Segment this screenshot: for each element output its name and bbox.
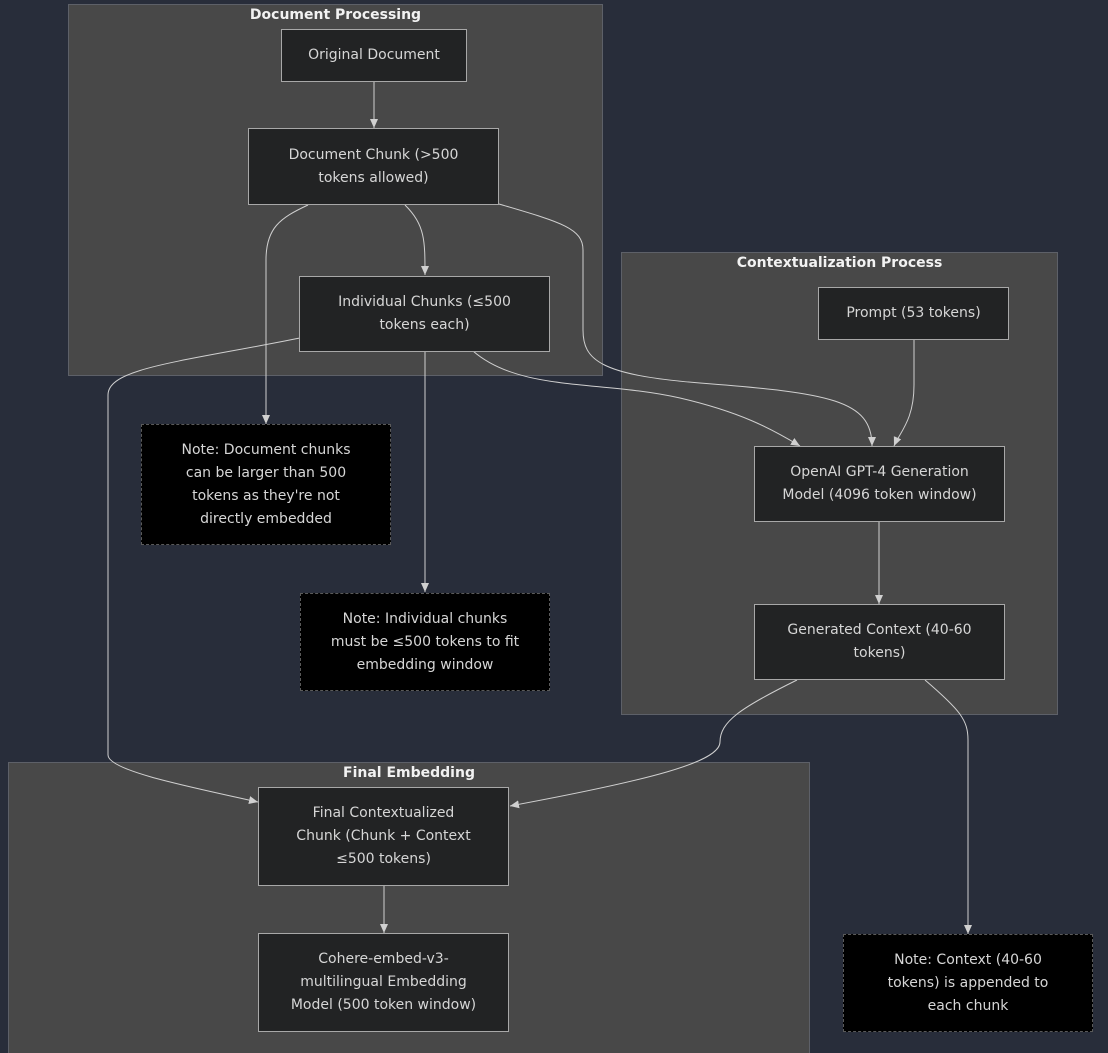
document-chunk-label: Document Chunk (>500 tokens allowed)	[288, 146, 459, 186]
cohere-model-label: Cohere-embed-v3-multilingual Embedding M…	[290, 951, 477, 1013]
contextualization-title: Contextualization Process	[736, 255, 943, 271]
generated-context-label: Generated Context (40-60 tokens)	[787, 622, 972, 661]
document-chunks-note: Note: Document chunks can be larger than…	[141, 424, 391, 545]
original-document-label: Original Document	[308, 47, 440, 63]
final-chunk-label: Final Contextualized Chunk (Chunk + Cont…	[296, 805, 471, 867]
cohere-model-node: Cohere-embed-v3-multilingual Embedding M…	[258, 933, 509, 1032]
context-note-text: Note: Context (40-60 tokens) is appended…	[887, 951, 1049, 1014]
gpt4-model-label: OpenAI GPT-4 Generation Model (4096 toke…	[782, 464, 977, 503]
edge-individual-to-final	[107, 337, 301, 804]
individual-chunks-node: Individual Chunks (≤500 tokens each)	[299, 276, 550, 352]
gpt4-model-node: OpenAI GPT-4 Generation Model (4096 toke…	[754, 446, 1005, 522]
edge-context-to-note	[924, 679, 972, 934]
final-embedding-title: Final Embedding	[343, 765, 475, 781]
individual-chunks-note-text: Note: Individual chunks must be ≤500 tok…	[330, 610, 520, 673]
individual-chunks-label: Individual Chunks (≤500 tokens each)	[338, 294, 511, 333]
original-document-node: Original Document	[281, 29, 467, 82]
prompt-label: Prompt (53 tokens)	[846, 305, 981, 321]
individual-chunks-note: Note: Individual chunks must be ≤500 tok…	[300, 593, 550, 691]
document-chunks-note-text: Note: Document chunks can be larger than…	[181, 441, 351, 527]
generated-context-node: Generated Context (40-60 tokens)	[754, 604, 1005, 680]
final-chunk-node: Final Contextualized Chunk (Chunk + Cont…	[258, 787, 509, 886]
context-note: Note: Context (40-60 tokens) is appended…	[843, 934, 1093, 1032]
document-processing-title: Document Processing	[249, 7, 422, 23]
document-chunk-node: Document Chunk (>500 tokens allowed)	[248, 128, 499, 205]
prompt-node: Prompt (53 tokens)	[818, 287, 1009, 340]
